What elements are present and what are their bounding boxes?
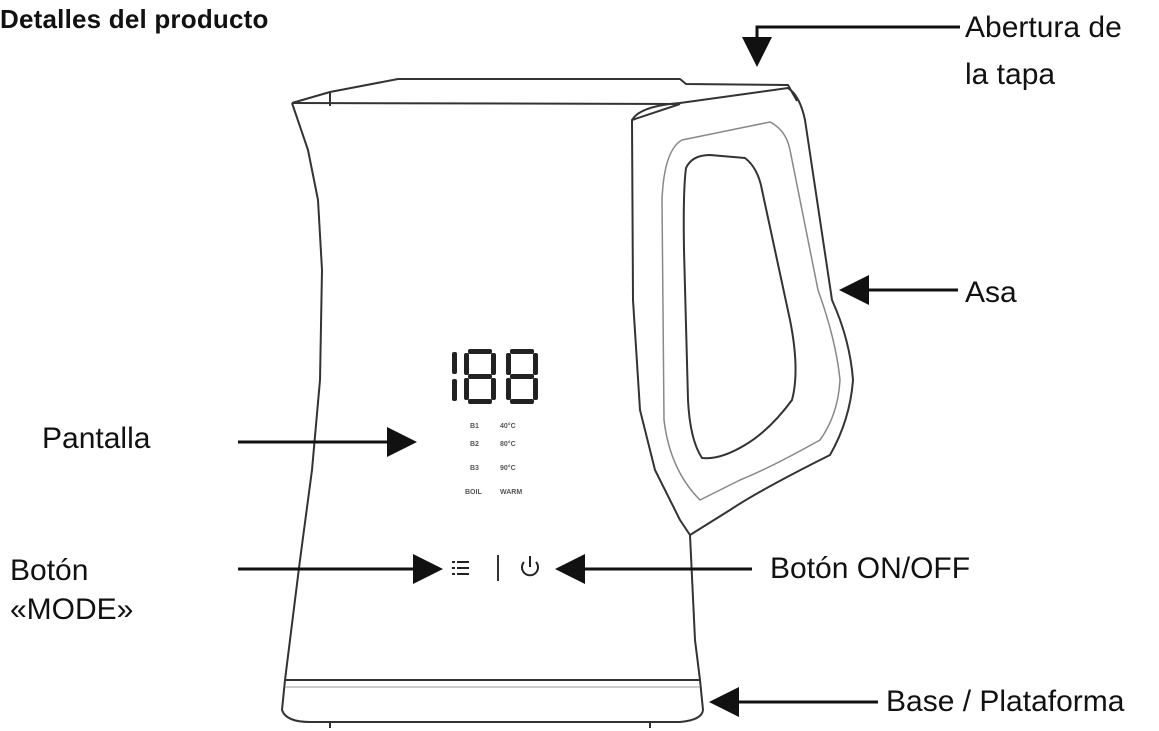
page-title: Detalles del producto <box>0 4 269 34</box>
power-icon[interactable] <box>521 556 539 577</box>
mode-row-b3-left: B3 <box>470 465 479 472</box>
kettle-body <box>281 78 798 728</box>
mode-row-boil: BOIL <box>465 489 482 496</box>
kettle-handle <box>631 87 854 536</box>
mode-row-warm: WARM <box>500 489 522 496</box>
display-digits <box>452 349 538 404</box>
callout-arrows <box>238 25 960 717</box>
mode-row-b3-right: 90°C <box>500 464 516 472</box>
base-label: Base / Plataforma <box>886 685 1125 718</box>
lid-opening-label-line2: la tapa <box>965 58 1056 91</box>
kettle-lid <box>329 78 798 102</box>
power-button-label: Botón ON/OFF <box>770 552 971 585</box>
kettle-base <box>281 679 704 723</box>
lid-opening-label-line1: Abertura de <box>965 11 1122 44</box>
mode-row-b2-right: 80°C <box>500 440 516 448</box>
handle-label: Asa <box>965 276 1017 309</box>
mode-button-label-line2: «MODE» <box>10 593 134 626</box>
mode-row-b2-left: B2 <box>470 441 479 448</box>
mode-row-b1-right: 40°C <box>500 422 516 430</box>
mode-menu-icon[interactable] <box>452 561 469 575</box>
lid-opening-arrow <box>742 25 960 67</box>
mode-button-label-line1: Botón <box>10 554 89 587</box>
display-label: Pantalla <box>42 422 151 455</box>
mode-row-b1-left: B1 <box>470 423 479 430</box>
display-mode-rows: B1 40°C B2 80°C B3 90°C BOIL WARM <box>465 422 522 496</box>
